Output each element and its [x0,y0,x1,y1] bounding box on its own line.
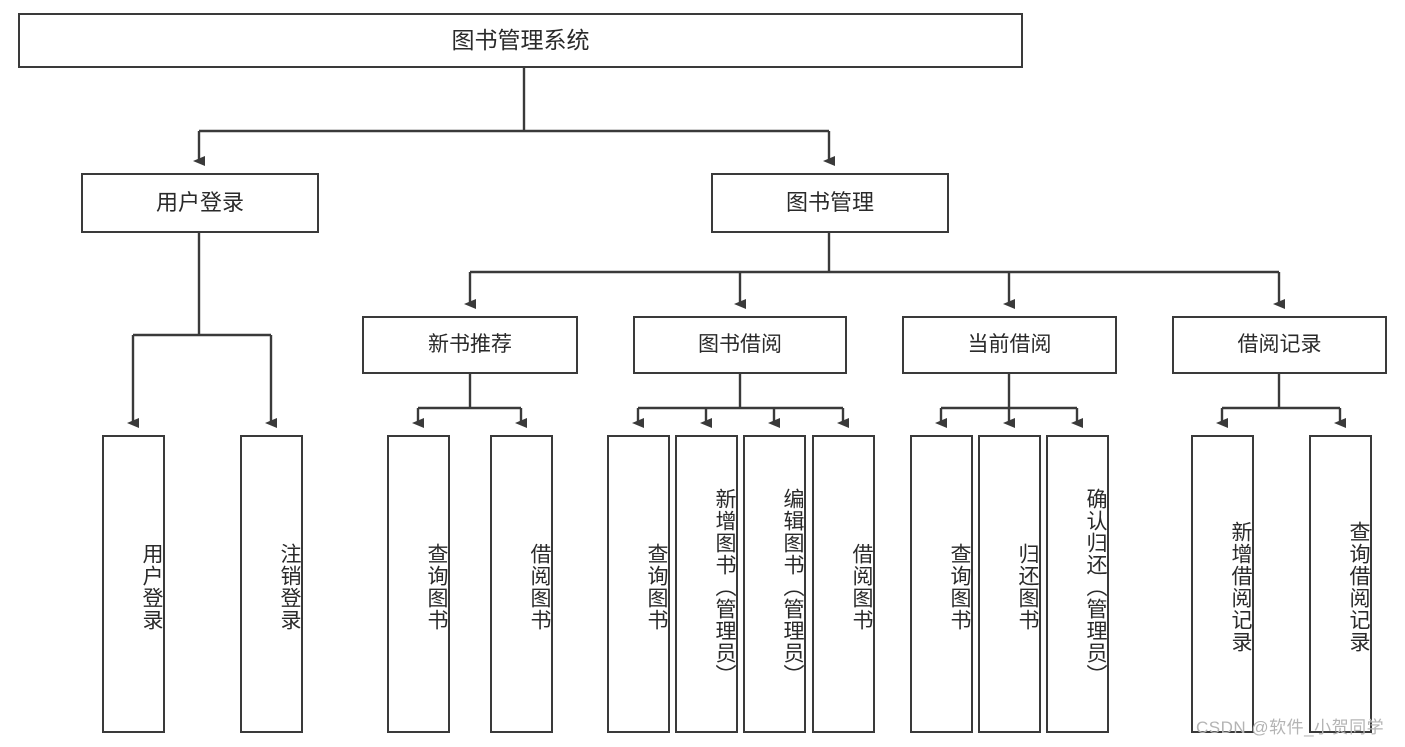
leaf-label: 注销登录 [278,543,301,631]
leaf-user-login-logout[interactable]: 注销登录 [240,435,303,733]
leaf-current-borrow-confirm-return-admin[interactable]: 确认归还（管理员） [1046,435,1109,733]
leaf-label: 借阅图书 [850,543,873,631]
leaf-user-login-login[interactable]: 用户登录 [102,435,165,733]
leaf-borrow-record-add-record[interactable]: 新增借阅记录 [1191,435,1254,733]
leaf-book-borrow-add-book-admin[interactable]: 新增图书（管理员） [675,435,738,733]
leaf-current-borrow-return-book[interactable]: 归还图书 [978,435,1041,733]
leaf-new-book-borrow-book[interactable]: 借阅图书 [490,435,553,733]
node-book-management[interactable]: 图书管理 [711,173,949,233]
leaf-label: 查询图书 [645,543,668,631]
node-user-login[interactable]: 用户登录 [81,173,319,233]
leaf-new-book-query-book[interactable]: 查询图书 [387,435,450,733]
node-label: 借阅记录 [1237,332,1322,356]
leaf-label: 编辑图书（管理员） [781,488,804,686]
leaf-label: 新增图书（管理员） [713,488,736,686]
leaf-borrow-record-query-record[interactable]: 查询借阅记录 [1309,435,1372,733]
leaf-label: 查询图书 [425,543,448,631]
leaf-book-borrow-borrow-book[interactable]: 借阅图书 [812,435,875,733]
node-root-book-management-system[interactable]: 图书管理系统 [18,13,1023,68]
leaf-label: 查询图书 [948,543,971,631]
node-label: 当前借阅 [967,332,1052,356]
leaf-label: 新增借阅记录 [1229,521,1252,653]
leaf-label: 用户登录 [140,543,163,631]
node-new-book-recommend[interactable]: 新书推荐 [362,316,578,374]
node-borrow-record[interactable]: 借阅记录 [1172,316,1387,374]
node-label: 图书借阅 [698,332,782,356]
leaf-label: 归还图书 [1016,543,1039,631]
leaf-label: 借阅图书 [528,543,551,631]
node-label: 图书管理系统 [451,26,590,53]
node-book-borrow[interactable]: 图书借阅 [633,316,847,374]
leaf-label: 确认归还（管理员） [1084,488,1107,686]
leaf-label: 查询借阅记录 [1347,521,1370,653]
node-label: 用户登录 [155,190,244,216]
node-current-borrow[interactable]: 当前借阅 [902,316,1117,374]
leaf-current-borrow-query-book[interactable]: 查询图书 [910,435,973,733]
node-label: 图书管理 [785,190,874,216]
node-label: 新书推荐 [428,332,512,356]
leaf-book-borrow-edit-book-admin[interactable]: 编辑图书（管理员） [743,435,806,733]
leaf-book-borrow-query-book[interactable]: 查询图书 [607,435,670,733]
